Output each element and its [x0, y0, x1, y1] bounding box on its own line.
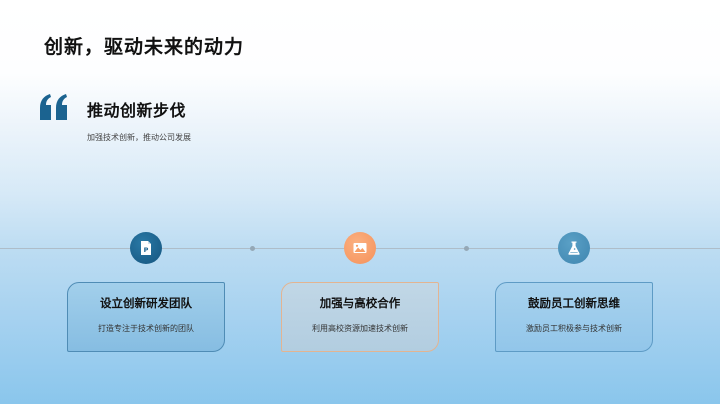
timeline-dot [464, 246, 469, 251]
step-title: 加强与高校合作 [319, 296, 401, 310]
step-description: 打造专注于技术创新的团队 [98, 324, 194, 333]
timeline-dot [250, 246, 255, 251]
quote-open-icon [40, 94, 67, 120]
flask-icon [568, 241, 580, 255]
step-card-3[interactable]: 鼓励员工创新思维 激励员工积极参与技术创新 [495, 282, 653, 352]
step-3-node [558, 232, 590, 264]
step-2-node [344, 232, 376, 264]
powerpoint-file-icon: P [141, 241, 151, 255]
step-card-1[interactable]: 设立创新研发团队 打造专注于技术创新的团队 [67, 282, 225, 352]
section-description: 加强技术创新，推动公司发展 [87, 133, 191, 142]
image-icon [353, 243, 367, 253]
step-card-2[interactable]: 加强与高校合作 利用高校资源加速技术创新 [281, 282, 439, 352]
step-title: 鼓励员工创新思维 [528, 296, 620, 310]
step-description: 利用高校资源加速技术创新 [312, 324, 408, 333]
step-description: 激励员工积极参与技术创新 [526, 324, 622, 333]
svg-text:P: P [144, 246, 149, 254]
step-title: 设立创新研发团队 [100, 296, 192, 310]
slide-title: 创新，驱动未来的动力 [44, 36, 245, 58]
step-1-node: P [130, 232, 162, 264]
section-title: 推动创新步伐 [87, 101, 187, 120]
